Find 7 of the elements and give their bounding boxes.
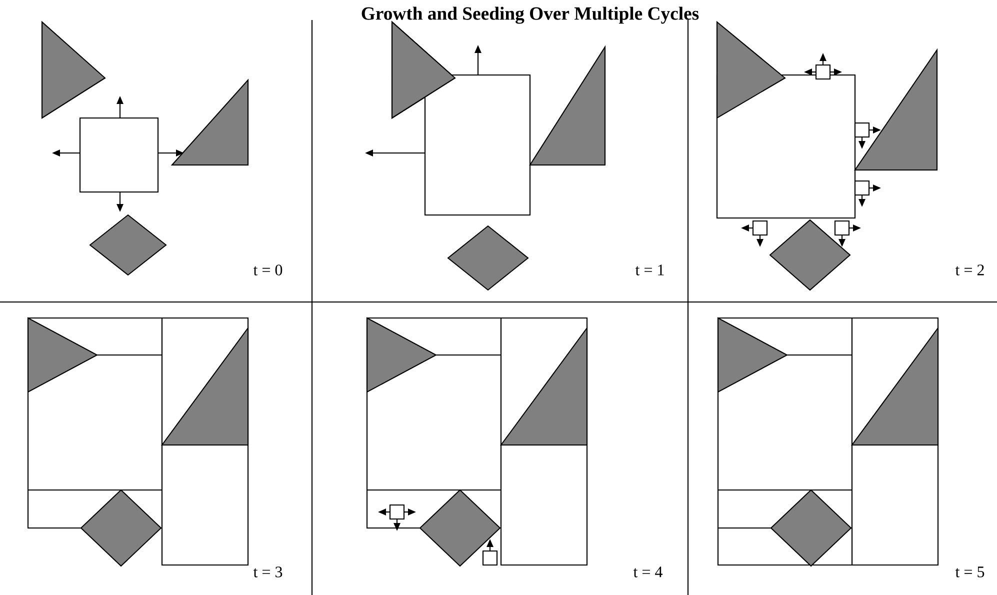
- time-label: t = 1: [634, 263, 666, 277]
- time-label: t = 4: [632, 565, 664, 579]
- title: Growth and Seeding Over Multiple Cycles: [362, 6, 699, 24]
- time-label: t = 2: [954, 263, 986, 277]
- time-label: t = 3: [252, 565, 284, 579]
- time-label: t = 0: [252, 263, 284, 277]
- time-label: t = 5: [954, 565, 986, 579]
